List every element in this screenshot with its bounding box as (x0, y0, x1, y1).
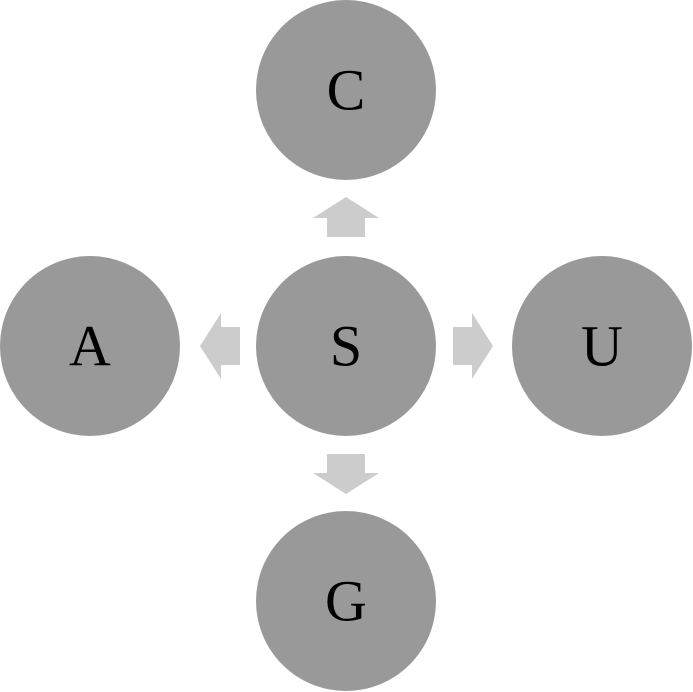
node-top: C (256, 0, 436, 180)
node-right-circle (512, 256, 692, 436)
node-left-label: A (69, 314, 111, 379)
node-right: U (512, 256, 692, 436)
node-center: S (256, 256, 436, 436)
node-bottom-circle (256, 511, 436, 691)
node-center-circle (256, 256, 436, 436)
node-top-label: C (327, 58, 366, 123)
node-bottom-label: G (325, 569, 367, 634)
node-left: A (0, 256, 180, 436)
arrow-right (453, 313, 493, 379)
node-bottom: G (256, 511, 436, 691)
node-top-circle (256, 0, 436, 180)
node-right-label: U (581, 314, 623, 379)
arrow-down (313, 454, 379, 494)
arrow-left (200, 313, 240, 379)
node-left-circle (0, 256, 180, 436)
arrow-up (313, 197, 379, 237)
node-center-label: S (330, 314, 362, 379)
